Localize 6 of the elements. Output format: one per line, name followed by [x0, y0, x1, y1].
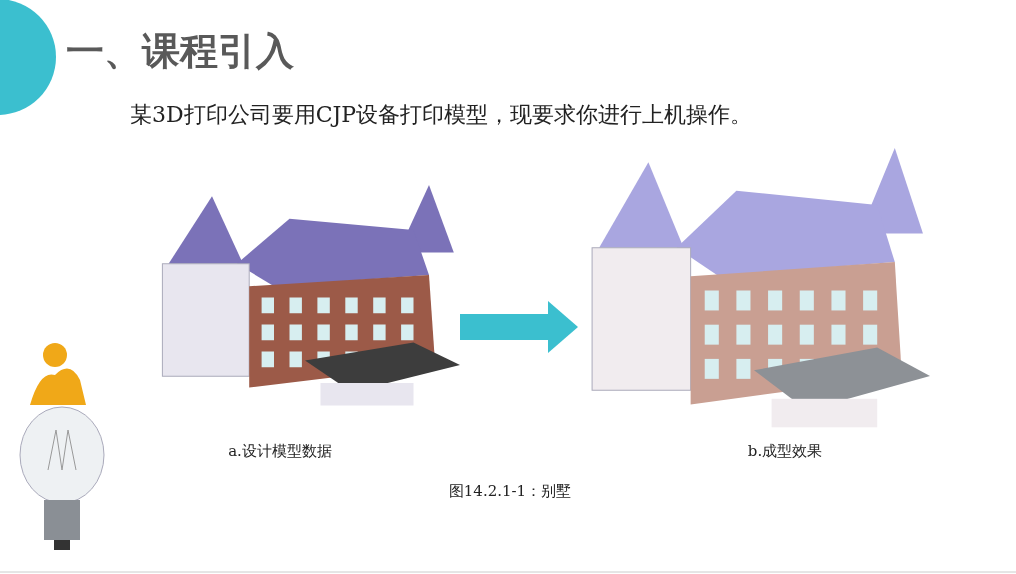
- figure-caption: 图14.2.1-1：别墅: [447, 482, 573, 501]
- picture-caption: a.设计模型数据: [227, 442, 333, 461]
- picture-caption: b.成型效果: [746, 442, 824, 461]
- intro-sentence: 某3D打印公司要用CJP设备打印模型，现要求你进行上机操作。: [130, 101, 753, 129]
- block-arrow: [460, 301, 578, 353]
- slide-title: 一、课程引入: [66, 28, 294, 75]
